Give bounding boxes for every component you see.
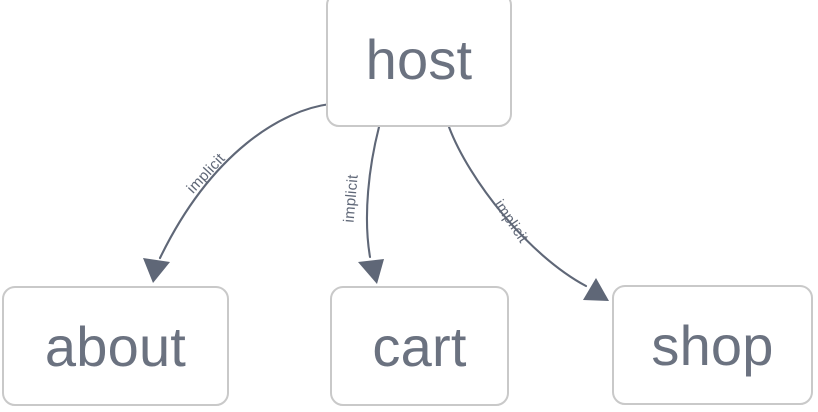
node-host-label: host: [365, 28, 473, 91]
edge-host-shop-arrowhead: [583, 278, 609, 301]
node-shop[interactable]: shop: [612, 285, 813, 405]
edge-label-host-about: implicit: [183, 150, 229, 197]
node-shop-label: shop: [651, 313, 774, 377]
node-cart-label: cart: [372, 314, 467, 378]
edge-host-cart-path: [365, 125, 381, 259]
edge-label-host-shop: implicit: [490, 196, 532, 247]
edge-host-about-arrowhead: [143, 258, 170, 283]
node-cart[interactable]: cart: [330, 286, 509, 406]
edge-host-about-path: [158, 102, 332, 260]
edge-label-host-cart: implicit: [340, 173, 362, 224]
edge-host-cart-arrowhead: [358, 259, 384, 284]
node-about[interactable]: about: [2, 286, 229, 406]
edge-host-shop-path: [447, 125, 588, 288]
node-about-label: about: [44, 314, 187, 378]
node-host[interactable]: host: [326, 0, 512, 127]
